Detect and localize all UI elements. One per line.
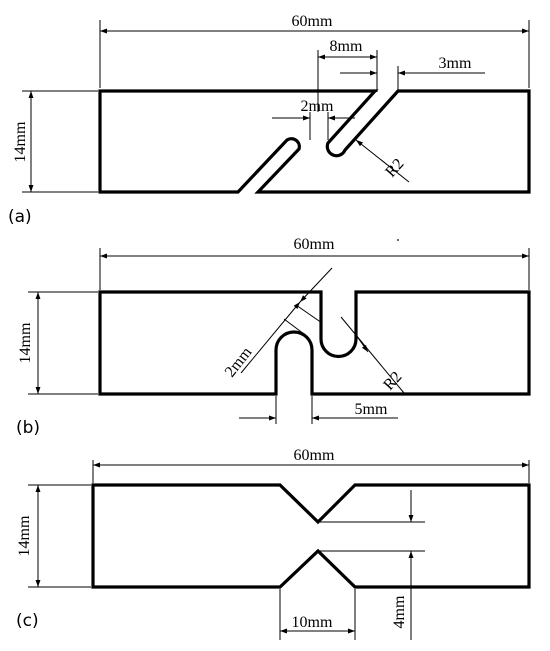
- dim-c-width-label: 14mm: [16, 515, 33, 556]
- dim-b-width: 14mm: [17, 291, 98, 395]
- panel-b-label: (b): [16, 418, 40, 438]
- dim-a-slit-width: 3mm: [340, 55, 485, 90]
- dim-a-length-label: 60mm: [292, 13, 333, 30]
- specimen-a-outline: [98, 89, 531, 194]
- dim-b-slot-width-label: 5mm: [355, 401, 388, 418]
- dim-c-width: 14mm: [16, 484, 91, 588]
- dim-b-radius: R2: [340, 316, 405, 394]
- panel-c-label: (c): [16, 611, 39, 631]
- panel-b: 60mm 14mm 2mm R2: [16, 236, 531, 438]
- dim-a-slit-width-label: 3mm: [439, 55, 472, 72]
- specimen-b-outline: [98, 290, 531, 396]
- dim-a-width: 14mm: [12, 90, 98, 193]
- panel-a: 60mm 14mm 8mm 3mm 2mm: [8, 13, 531, 227]
- dim-a-notch-gap: 2mm: [272, 98, 355, 140]
- dim-b-slot-width: 5mm: [239, 396, 398, 424]
- dim-c-notch-width: 10mm: [279, 589, 356, 640]
- dim-a-offset: 8mm: [317, 38, 378, 112]
- panel-a-label: (a): [8, 207, 32, 227]
- dim-c-ligament: 4mm: [320, 490, 425, 640]
- dim-a-length: 60mm: [99, 13, 530, 88]
- dim-a-radius: R2: [355, 139, 410, 183]
- dim-a-radius-label: R2: [382, 155, 407, 180]
- dim-b-length: 60mm: [99, 236, 530, 290]
- dim-a-width-label: 14mm: [12, 121, 29, 162]
- specimen-c-outline: [91, 483, 531, 589]
- dim-b-length-label: 60mm: [294, 236, 335, 253]
- dim-a-notch-gap-label: 2mm: [301, 98, 334, 115]
- dim-c-notch-width-label: 10mm: [292, 614, 333, 631]
- dim-c-length: 60mm: [92, 447, 530, 483]
- dim-a-offset-label: 8mm: [330, 38, 363, 55]
- dim-c-length-label: 60mm: [294, 447, 335, 464]
- dim-b-width-label: 14mm: [17, 322, 34, 363]
- dim-c-ligament-label: 4mm: [391, 595, 408, 628]
- panel-c: 60mm 14mm 4mm 10mm (c): [16, 447, 531, 640]
